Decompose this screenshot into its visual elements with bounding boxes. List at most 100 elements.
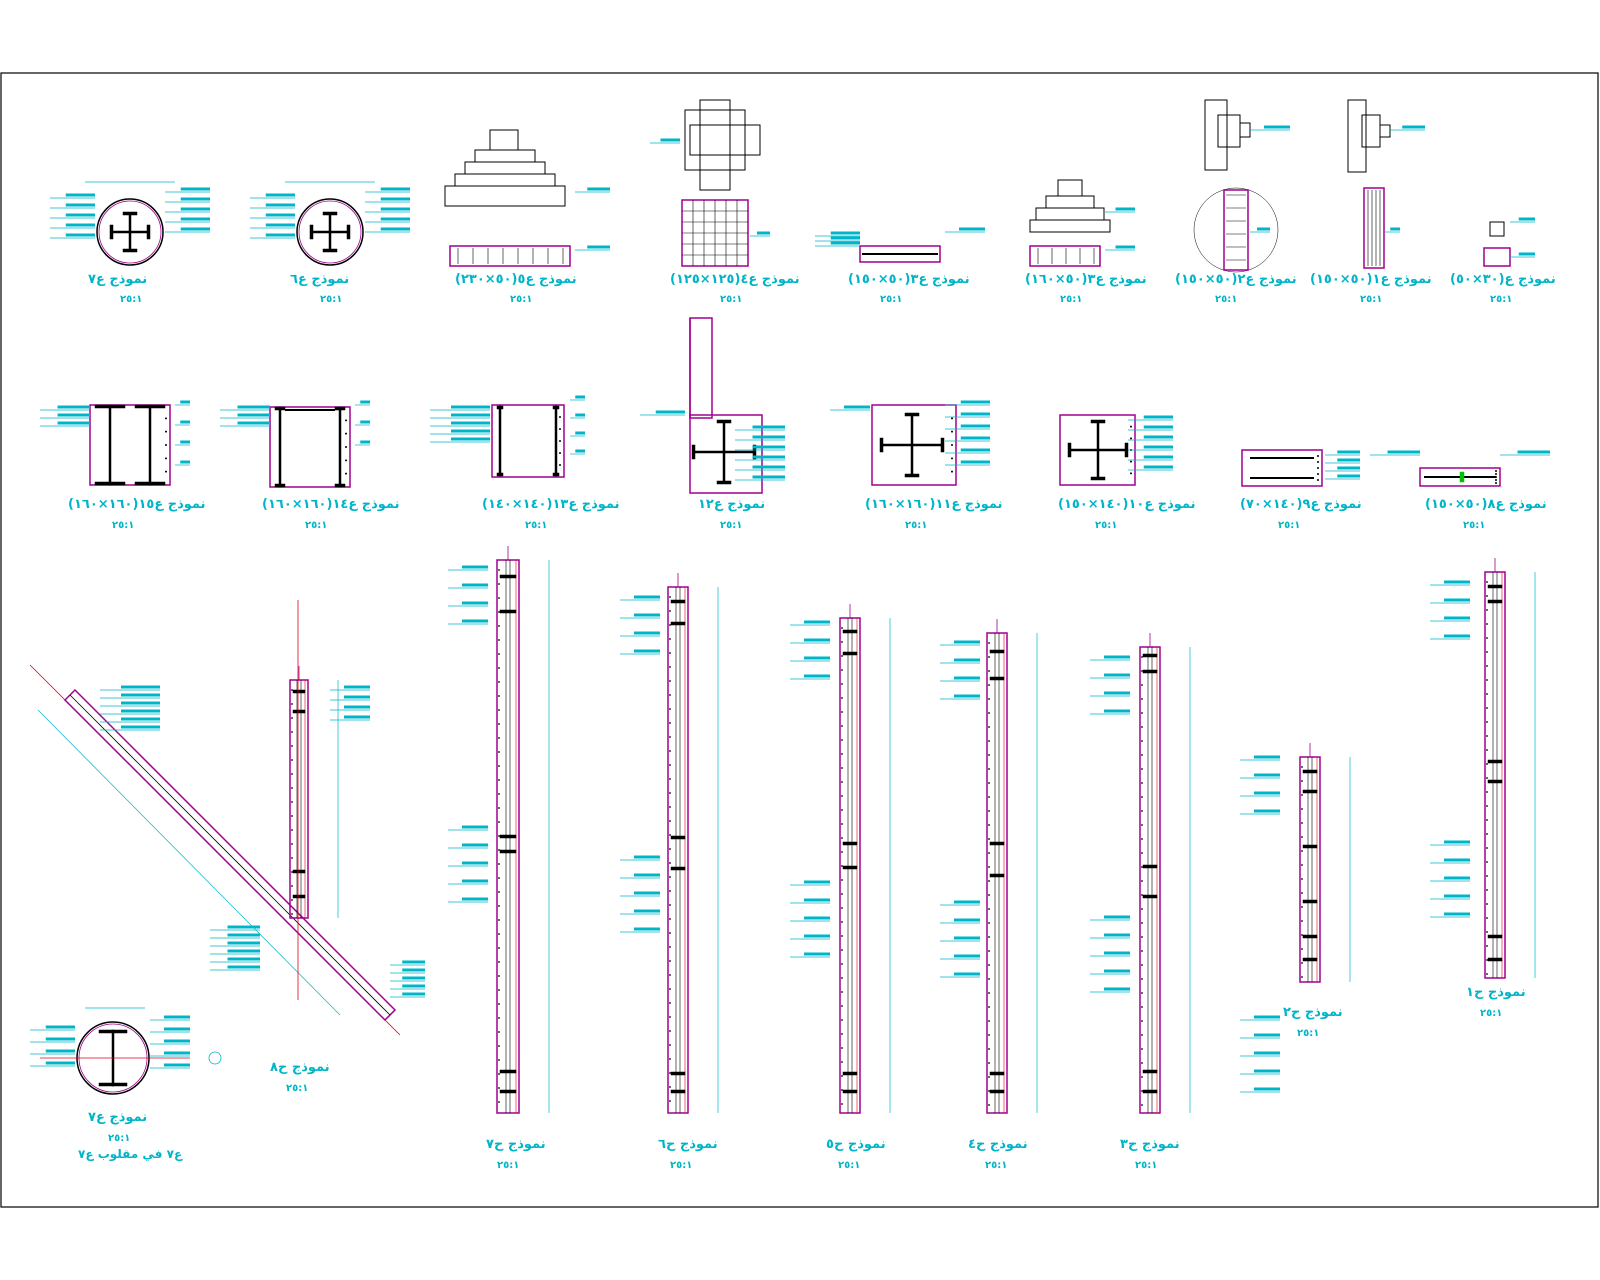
rebar-dot	[988, 726, 990, 728]
rebar-dot	[988, 1062, 990, 1064]
footing-step	[1035, 207, 1105, 221]
rebar-dot	[1301, 976, 1303, 978]
rebar-dot	[669, 988, 671, 990]
rebar-dot	[1486, 917, 1488, 919]
rebar-dot	[1486, 763, 1488, 765]
rebar-dot	[669, 680, 671, 682]
rebar-dot	[669, 848, 671, 850]
rebar-dot	[1317, 467, 1319, 469]
rebar-dot	[498, 975, 500, 977]
rebar-dot	[841, 921, 843, 923]
steel-plate	[499, 834, 517, 839]
rebar-dot	[165, 470, 167, 473]
scale-c5: ٢٥:١	[838, 1160, 861, 1171]
scale-a3: ٢٥:١	[880, 294, 903, 305]
rebar-dot	[669, 876, 671, 878]
rebar-dot	[345, 432, 347, 435]
rebar-dot	[1141, 684, 1143, 686]
rebar-dot	[559, 452, 561, 454]
rebar-dot	[291, 899, 293, 901]
rebar-dot	[1486, 973, 1488, 975]
rebar-dot	[988, 796, 990, 798]
steel-flange	[691, 444, 696, 460]
steel-plate	[1302, 899, 1318, 904]
rebar-dot	[1141, 1104, 1143, 1106]
label-a0: نموذج ع(٣٠×٥٠)	[1450, 272, 1556, 287]
rebar-dot	[1141, 824, 1143, 826]
column-outline	[98, 200, 162, 264]
rebar-dot	[988, 852, 990, 854]
reference-circle	[1193, 187, 1279, 273]
rebar-dot	[1141, 936, 1143, 938]
rebar-dot	[669, 694, 671, 696]
rebar-dot	[951, 417, 953, 420]
label-b13: نموذج ع١٣(١٤٠×١٤٠)	[482, 497, 620, 512]
rebar-dot	[1486, 623, 1488, 625]
rebar-dot	[1301, 822, 1303, 824]
rebar-dot	[669, 1072, 671, 1074]
label-a2: نموذج ع٢(٥٠×١٥٠)	[1175, 272, 1297, 287]
steel-flange	[1090, 476, 1106, 481]
rebar-dot	[498, 681, 500, 683]
rebar-dot	[498, 779, 500, 781]
rebar-dot	[1141, 1020, 1143, 1022]
rebar-dot	[988, 922, 990, 924]
rebar-dot	[841, 1033, 843, 1035]
rebar-dot	[841, 767, 843, 769]
rebar-dot	[291, 871, 293, 873]
rebar-dot	[498, 849, 500, 851]
rebar-dot	[165, 444, 167, 446]
rebar-dot	[1486, 609, 1488, 611]
steel-plate	[989, 841, 1005, 846]
steel-plate	[1302, 769, 1318, 774]
rebar-dot	[841, 1089, 843, 1091]
rebar-dot	[1301, 780, 1303, 782]
rebar-dot	[1130, 425, 1132, 428]
rebar-dot	[1486, 875, 1488, 877]
rebar-dot	[498, 1017, 500, 1019]
rebar-dot	[498, 807, 500, 809]
rebar-dot	[988, 950, 990, 952]
rebar-dot	[1301, 962, 1303, 964]
label-a2x: نموذج ع٣(٥٠×١٦٠)	[1025, 272, 1147, 287]
label-c4: نموذج ح٤	[968, 1137, 1028, 1152]
steel-plate	[842, 841, 858, 846]
scale-c4: ٢٥:١	[985, 1160, 1008, 1171]
rebar-dot	[841, 809, 843, 811]
rebar-dot	[291, 759, 293, 761]
rebar-dot	[1317, 461, 1319, 463]
rebar-dot	[988, 656, 990, 658]
rebar-dot	[498, 625, 500, 627]
rebar-dot	[498, 877, 500, 879]
rebar-dot	[498, 695, 500, 697]
steel-plate	[670, 1071, 686, 1076]
rebar-dot	[1301, 906, 1303, 908]
rebar-dot	[498, 569, 500, 571]
rebar-dot	[841, 711, 843, 713]
rebar-dot	[669, 624, 671, 626]
section-outline	[1029, 245, 1101, 267]
steel-web	[148, 404, 152, 486]
rebar-dot	[165, 457, 167, 460]
rebar-dot	[1141, 670, 1143, 672]
rebar-dot	[841, 683, 843, 685]
rebar-dot	[345, 459, 347, 462]
rebar-dot	[988, 754, 990, 756]
rebar-dot	[988, 866, 990, 868]
rebar-dot	[669, 932, 671, 934]
pedestal	[1489, 221, 1505, 237]
label-c1: نموذج ح١	[1466, 985, 1526, 1000]
rebar-dot	[669, 1016, 671, 1018]
steel-plate	[1487, 759, 1503, 764]
rebar-dot	[498, 751, 500, 753]
rebar-dot	[1141, 768, 1143, 770]
scale-b12: ٢٥:١	[720, 520, 743, 531]
section-outline	[689, 317, 713, 419]
steel-plate	[1142, 1089, 1158, 1094]
detail-drawings	[29, 99, 1550, 1114]
rebar-dot	[988, 670, 990, 672]
scale-a2: ٢٥:١	[1215, 294, 1238, 305]
steel-plate	[989, 1089, 1005, 1094]
footing-step	[1029, 219, 1111, 233]
label-b8: نموذج ع٨(٥٠×١٥٠)	[1425, 497, 1547, 512]
